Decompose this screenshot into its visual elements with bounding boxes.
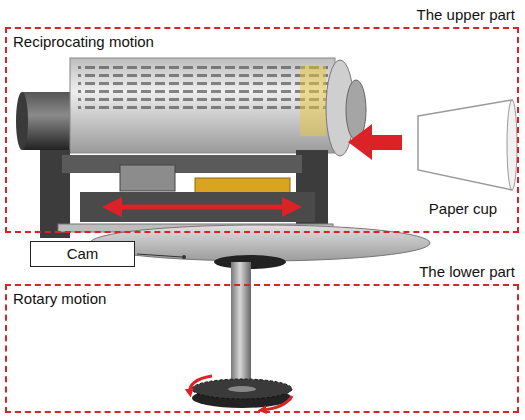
print-drum — [70, 58, 335, 153]
label-box: Cam — [30, 241, 135, 267]
part-label: Cam — [31, 242, 134, 266]
dashed-region: The lower partRotary motion — [5, 284, 519, 413]
guide-block — [120, 165, 175, 191]
shaft — [231, 262, 251, 382]
sprocket — [192, 379, 292, 399]
feed-arrow — [348, 124, 402, 160]
leader-dot — [182, 255, 186, 259]
part-label: Paper cup — [408, 200, 518, 217]
base-plate — [80, 192, 315, 222]
cup-rim — [507, 100, 517, 190]
rotation-arrow — [190, 376, 212, 393]
slider — [195, 178, 290, 194]
frame-bar — [62, 155, 302, 173]
rotation-arrow — [262, 396, 292, 410]
sprocket-hub — [228, 386, 256, 392]
motion-label: Reciprocating motion — [13, 33, 154, 51]
motion-label: Rotary motion — [13, 290, 106, 308]
leader-line — [137, 254, 182, 257]
region-heading: The upper part — [417, 6, 515, 24]
print-pattern — [78, 62, 328, 110]
motor-cylinder — [22, 92, 72, 150]
motor-end — [16, 92, 28, 150]
drum-mark — [300, 66, 326, 136]
region-heading: The lower part — [419, 263, 515, 281]
paper-cup — [418, 100, 512, 190]
reciprocating-arrow — [112, 205, 292, 210]
